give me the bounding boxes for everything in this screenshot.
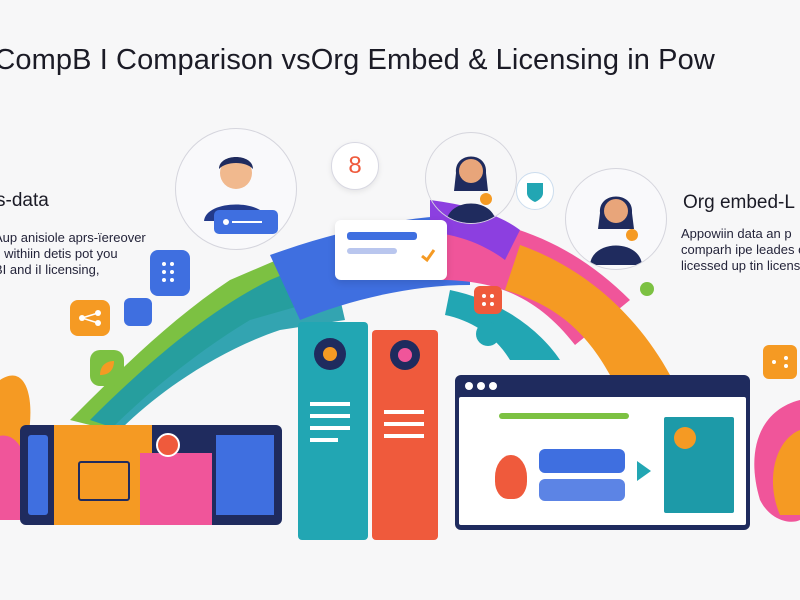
pillar-line [310,426,350,430]
screen-blue-pill[interactable] [539,479,625,501]
window-dot [477,382,485,390]
page-title: v-CompB I Comparison vsOrg Embed & Licen… [0,44,715,76]
left-panel-line: Aup anisiole aprs-ïereover [0,230,146,245]
pillar-line [310,402,350,406]
grid-dots-icon [162,262,174,282]
floating-card [335,220,447,280]
network-tile [70,300,110,336]
right-dashboard [455,375,750,530]
network-icon [223,219,262,225]
card-line [347,248,397,254]
dashboard-panel-pink [140,453,212,525]
teal-ribbon [90,255,345,430]
left-panel-line: BI and iI licensing, [0,262,100,277]
pillar-badge [390,340,420,370]
number-badge: 8 [331,142,379,190]
user-avatar-female-icon [446,156,496,223]
avatar-circle-woman-2 [565,168,667,270]
shield-badge [516,172,554,210]
card-line [347,232,417,240]
right-panel-heading: Org embed-L [683,192,795,213]
orange-pillar [372,330,438,540]
avatar-circle-woman [425,132,517,224]
leaf-tile [90,350,124,386]
screen-blue-pill[interactable] [539,449,625,473]
dashboard-chart-frame [78,461,130,501]
dashboard-panel-blue [216,435,274,515]
screen-leaf-shape [495,455,527,499]
checkmark-icon [421,249,436,263]
pillar-line [310,438,338,442]
left-panel-text: Aup anisiole aprs-ïereover s withiin det… [0,230,146,278]
right-panel-line: comparh ipe leades o [681,242,800,257]
play-icon[interactable] [635,459,653,483]
pillar-badge-dot [323,347,337,361]
chart-panel-icon [674,427,696,449]
right-panel-text: Appowiin data an p comparh ipe leades o … [681,226,800,274]
dashboard-badge [156,433,180,457]
teal-ribbon-right [445,290,560,360]
user-chip-button[interactable] [214,210,278,234]
network-tile-right [763,345,797,379]
pillar-line [384,410,424,414]
teal-dot-icon [476,322,500,346]
leaf-right-orange [772,430,800,515]
shield-icon [527,183,543,202]
grid-dots-icon [482,294,494,306]
left-panel-line: s withiin detis pot you [0,246,118,261]
dashboard-sidebar [28,435,48,515]
green-dot [640,282,654,296]
pillar-line [384,434,424,438]
teal-pillar [298,322,368,540]
dashboard-panel-orange [54,425,152,525]
small-blue-tile [124,298,152,326]
window-dot [465,382,473,390]
window-dot [489,382,497,390]
screen-chart-panel [664,417,734,513]
grid-tile [150,250,190,296]
user-avatar-female-icon [590,196,642,265]
left-dashboard [20,425,282,525]
grid-tile-small [474,286,502,314]
pillar-line [384,422,424,426]
right-panel-line: Appowiin data an p [681,226,792,241]
screen-progress-line [499,413,629,419]
leaf-icon [100,361,114,375]
network-icon [79,310,101,326]
right-panel-line: licessed up tin licens [681,258,800,273]
pillar-badge [314,338,346,370]
pillar-line [310,414,350,418]
network-icon [772,356,788,368]
left-panel-heading: s-data [0,190,49,211]
orange-ribbon [505,245,670,375]
pillar-badge-dot [398,348,412,362]
right-dashboard-screen [459,397,746,525]
